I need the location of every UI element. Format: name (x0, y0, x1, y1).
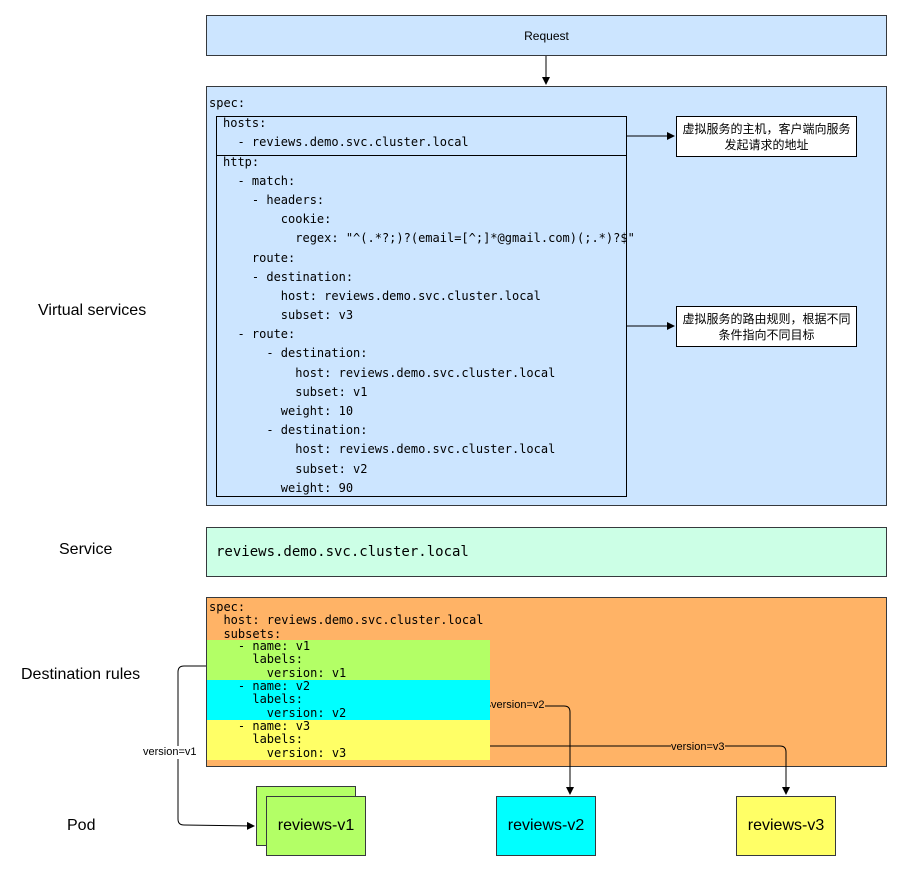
request-box: Request (206, 15, 887, 56)
virtual-services-label: Virtual services (38, 302, 147, 319)
edge-label-v3: version=v3 (671, 741, 725, 754)
pod-reviews-v1: reviews-v1 (266, 796, 366, 856)
edge-label-v1: version=v1 (143, 746, 197, 759)
service-label: Service (59, 541, 113, 558)
http-section-box (216, 155, 627, 497)
http-note: 虚拟服务的路由规则，根据不同条件指向不同目标 (676, 306, 857, 347)
service-host: reviews.demo.svc.cluster.local (216, 544, 469, 560)
pod-label: Pod (67, 817, 96, 834)
http-note-text: 虚拟服务的路由规则，根据不同条件指向不同目标 (682, 311, 851, 342)
pod-v2-label: reviews-v2 (507, 817, 585, 834)
edge-v1 (177, 665, 255, 830)
pod-v3-label: reviews-v3 (747, 817, 825, 834)
pod-reviews-v2: reviews-v2 (496, 796, 596, 856)
hosts-note: 虚拟服务的主机，客户端向服务发起请求的地址 (676, 116, 857, 157)
destination-rules-label: Destination rules (21, 666, 141, 683)
pod-reviews-v3: reviews-v3 (736, 796, 836, 856)
service-box: reviews.demo.svc.cluster.local (206, 527, 887, 577)
hosts-note-text: 虚拟服务的主机，客户端向服务发起请求的地址 (682, 121, 851, 152)
request-label: Request (524, 28, 569, 43)
edge-label-v2: version=v2 (491, 699, 545, 712)
edge-v3 (490, 745, 790, 795)
edge-v2 (490, 705, 574, 795)
pod-v1-label: reviews-v1 (277, 817, 355, 834)
